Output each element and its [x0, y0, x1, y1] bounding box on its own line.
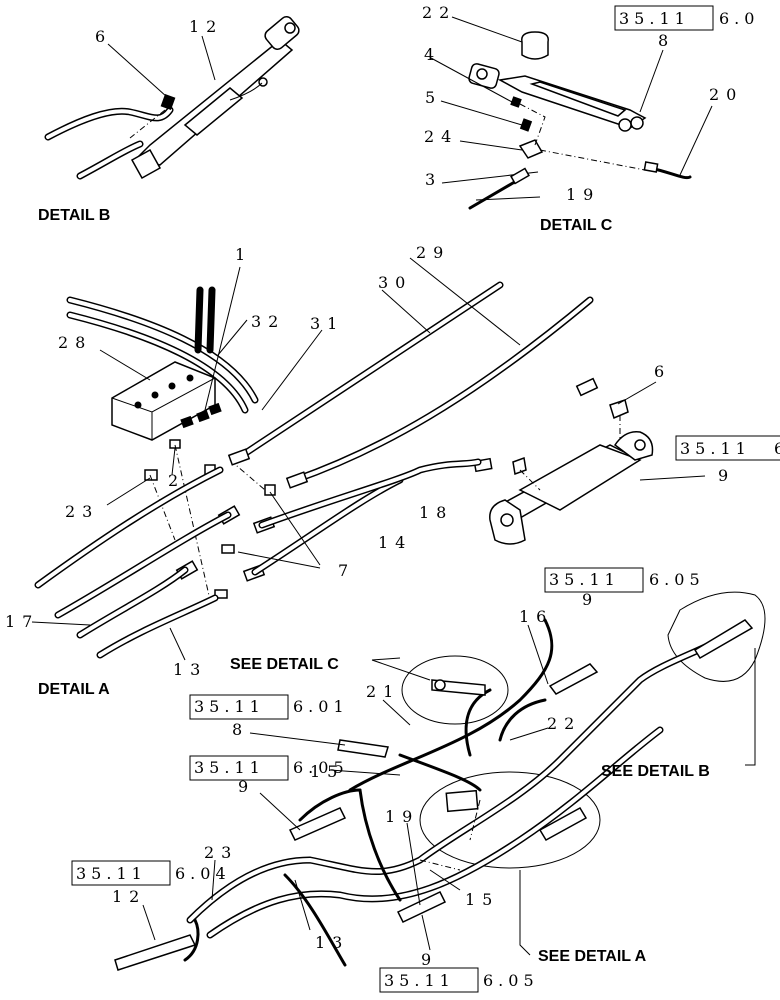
- callout-29: 29: [416, 243, 450, 262]
- callout-23-detail-a: 23: [65, 502, 99, 521]
- callout-12-detail-b: 12: [189, 17, 223, 36]
- see-detail-b-label: SEE DETAIL B: [601, 763, 710, 780]
- ref-box-left2: [189, 755, 289, 781]
- callout-13-overview: 13: [315, 933, 349, 952]
- callout-24: 24: [424, 127, 458, 146]
- callout-13-detail-a: 13: [173, 660, 207, 679]
- ref-mid-sub: 9: [582, 590, 599, 609]
- overview-cylinder-9-left: [288, 807, 347, 841]
- callout-18: 18: [419, 503, 453, 522]
- overview-cylinder-12: [114, 934, 197, 971]
- callout-3: 3: [425, 170, 442, 189]
- callout-19-overview: 19: [385, 807, 419, 826]
- callout-6-detail-b: 6: [95, 27, 112, 46]
- callout-16: 16: [519, 607, 553, 626]
- ref-left1-sub: 8: [232, 720, 249, 739]
- callout-20: 20: [709, 85, 743, 104]
- callout-2: 2: [168, 471, 185, 490]
- ref-top-tail: 6.0: [719, 9, 759, 28]
- callout-22-overview: 22: [547, 714, 581, 733]
- callout-1: 1: [235, 245, 252, 264]
- ref-box-top: [614, 5, 714, 31]
- detail-c-group: 22 4 5 24 3 19 20 DETAIL C 35.11 6.0 8: [422, 3, 759, 234]
- overview-group: 35.11 6.05 9: [71, 567, 766, 993]
- detail-a-circle: [419, 771, 601, 869]
- ref-box-bottom: [379, 967, 479, 993]
- ref-left1-tail: 6.01: [293, 697, 349, 716]
- ref-box-right: [675, 435, 780, 461]
- overview-cylinder-8: [337, 739, 389, 758]
- ref-box-left3: [71, 860, 171, 886]
- callout-9-overview: 9: [421, 950, 438, 969]
- see-detail-c-label: SEE DETAIL C: [230, 656, 339, 673]
- overview-cylinder-9-top: [548, 663, 599, 695]
- ref-mid-box: 35.11: [549, 570, 620, 589]
- ref-top-box: 35.11: [619, 9, 690, 28]
- callout-9-detail-a: 9: [718, 466, 735, 485]
- ref-left1-box: 35.11: [194, 697, 265, 716]
- detail-b-group: 6 12 DETAIL B: [38, 15, 300, 224]
- overview-cylinder-9-bottom: [396, 891, 447, 923]
- callout-4: 4: [424, 45, 441, 64]
- callout-32: 32: [251, 312, 285, 331]
- overview-cylinder-detail-c: [431, 679, 486, 696]
- ref-left3-box: 35.11: [76, 864, 147, 883]
- ref-left2-tail: 6.05: [293, 758, 349, 777]
- ref-right-box: 35.11: [680, 439, 751, 458]
- callout-15-overview-b: 15: [465, 890, 499, 909]
- callout-28: 28: [58, 333, 92, 352]
- callout-30: 30: [378, 273, 412, 292]
- ref-bottom-tail: 6.05: [483, 971, 539, 990]
- detail-a-group: 1 29 30 32 31 28 6 9 2 23 18 14 7 17 13 …: [5, 243, 780, 698]
- overview-cylinder-detail-b: [693, 619, 754, 660]
- ref-box-left1: [189, 694, 289, 720]
- callout-19-detail-c: 19: [566, 185, 600, 204]
- detail-b-fitting: [160, 94, 176, 110]
- ref-top-sub: 8: [658, 31, 675, 50]
- detail-c-label: DETAIL C: [540, 217, 613, 234]
- see-detail-a-label: SEE DETAIL A: [538, 948, 647, 965]
- callout-23-overview: 23: [204, 843, 238, 862]
- ref-left2-sub: 9: [238, 777, 255, 796]
- detail-c-circle: [401, 655, 509, 725]
- callout-15-overview-a: 15: [310, 762, 344, 781]
- overview-manifold: [445, 789, 479, 813]
- ref-left3-tail: 6.04: [175, 864, 231, 883]
- overview-cylinder-detail-a: [538, 806, 588, 842]
- callout-21: 21: [366, 682, 400, 701]
- detail-a-label: DETAIL A: [38, 681, 110, 698]
- detail-c-cylinder-8: [497, 75, 647, 129]
- detail-b-cylinder-clevis: [264, 15, 300, 51]
- callout-7: 7: [338, 561, 355, 580]
- callout-5: 5: [425, 88, 442, 107]
- detail-b-label: DETAIL B: [38, 207, 110, 224]
- callout-31: 31: [310, 314, 344, 333]
- callout-14: 14: [378, 533, 412, 552]
- accumulator-22: [521, 31, 549, 60]
- ref-right-tail: 6: [774, 439, 780, 458]
- callout-17: 17: [5, 612, 39, 631]
- ref-bottom-box: 35.11: [384, 971, 455, 990]
- callout-22: 22: [422, 3, 456, 22]
- manifold-28: [111, 361, 216, 441]
- ref-box-mid: [544, 567, 644, 593]
- ref-left2-box: 35.11: [194, 758, 265, 777]
- ref-mid-tail: 6.05: [649, 570, 705, 589]
- callout-6-detail-a: 6: [654, 362, 671, 381]
- ref-left3-sub: 12: [112, 887, 146, 906]
